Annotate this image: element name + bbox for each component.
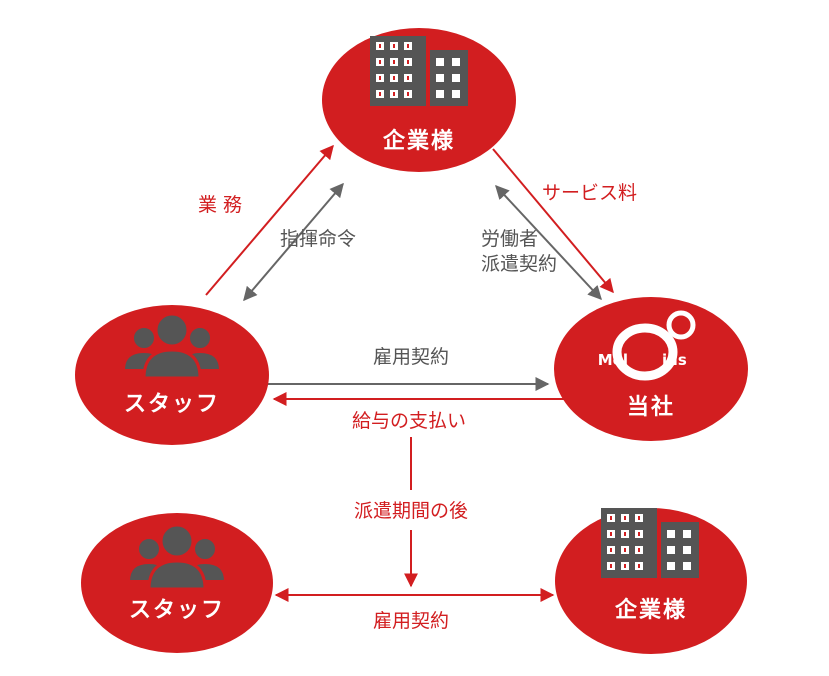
logo-text-right: ius	[662, 351, 687, 369]
logo-text-left: Mel	[598, 351, 628, 369]
bottom-employment-label: 雇用契約	[373, 610, 449, 632]
staff-left-node: スタッフ	[75, 305, 269, 445]
duties-arrow	[205, 144, 334, 296]
company-right-label: 当社	[627, 394, 675, 420]
directive-arrow	[243, 182, 344, 302]
melius-logo: Mel ius	[598, 310, 696, 381]
dispatch-contract-arrow	[495, 184, 602, 301]
staff-left-label: スタッフ	[124, 392, 220, 417]
after-dispatch-label: 派遣期間の後	[354, 500, 468, 522]
client-bottom-label: 企業様	[614, 597, 687, 623]
client-top-node: 企業様	[322, 28, 516, 172]
dispatch-contract-label-2: 派遣契約	[481, 253, 557, 275]
employment-contract-label: 雇用契約	[373, 346, 449, 368]
staff-bottom-label: スタッフ	[129, 598, 225, 623]
duties-label: 業 務	[198, 194, 242, 216]
service-fee-label: サービス料	[542, 182, 637, 204]
company-right-node: Mel ius 当社	[554, 297, 748, 441]
client-bottom-node: 企業様	[555, 508, 747, 654]
client-top-label: 企業様	[382, 128, 455, 154]
dispatch-contract-label-1: 労働者	[481, 228, 538, 250]
directive-label: 指揮命令	[280, 228, 356, 250]
staff-bottom-node: スタッフ	[81, 513, 273, 653]
salary-label: 給与の支払い	[352, 410, 466, 432]
